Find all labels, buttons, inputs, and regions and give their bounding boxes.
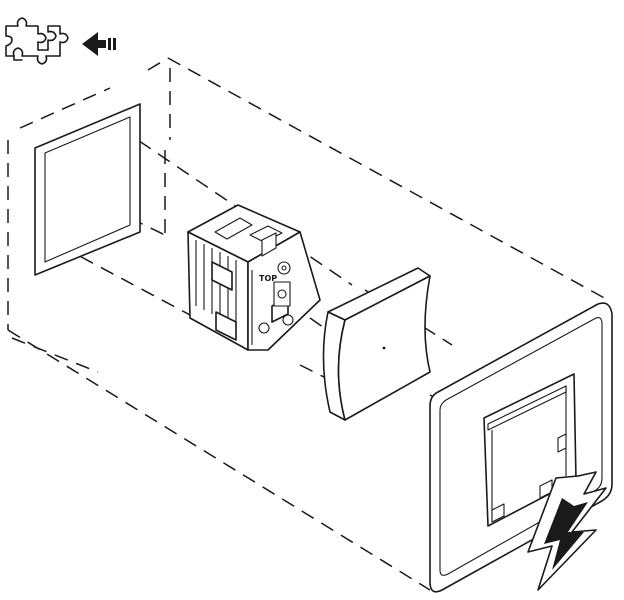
front-cover-plate (429, 302, 613, 593)
switch-mechanism: TOP (187, 204, 321, 351)
lightning-bolt-icon (527, 471, 607, 591)
top-marking-label: TOP (259, 274, 277, 283)
back-mounting-frame (34, 103, 141, 276)
rocker-cover (322, 267, 431, 421)
left-arrow-icon (82, 32, 116, 56)
puzzle-piece-icon (5, 17, 69, 65)
